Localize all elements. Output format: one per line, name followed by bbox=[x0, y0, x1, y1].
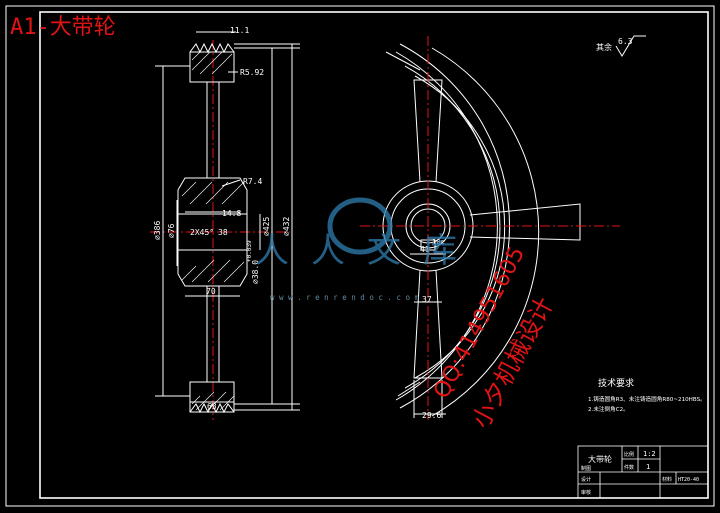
dim-11-1: 11.1 bbox=[230, 26, 249, 35]
dim-425: ⌀425 bbox=[262, 217, 271, 236]
watermark-url: w w w . r e n r e n d o c . c o m bbox=[270, 293, 419, 302]
dim-41: 41 bbox=[420, 245, 430, 254]
rim-bottom bbox=[189, 381, 235, 413]
dim-386: ⌀386 bbox=[153, 221, 162, 240]
dim-10e: 10e bbox=[432, 238, 445, 246]
section-dimensions: 11.1 R5.92 R7.4 14.8 2X45° 38 70 63 ⌀386… bbox=[153, 26, 291, 411]
dim-63: 63 bbox=[207, 402, 217, 411]
qty-label: 件数 bbox=[624, 464, 634, 471]
rim-inner-arc-2 bbox=[414, 75, 506, 379]
tech-line-2: 2.未注倒角C2。 bbox=[588, 405, 629, 413]
surface-finish-value: 6.3 bbox=[618, 37, 633, 46]
part-name: 大带轮 bbox=[588, 454, 612, 464]
dim-14-8: 14.8 bbox=[222, 209, 241, 218]
spoke-right bbox=[469, 203, 581, 241]
title-block-text: 大带轮 比例 1:2 件数 1 材料 HT20-40 制图 设计 审核 bbox=[581, 450, 699, 496]
watermark-logo-icon bbox=[327, 197, 393, 255]
top-groove bbox=[189, 42, 235, 54]
front-dimensions: 41 10e 37 29.6 bbox=[420, 238, 445, 420]
bottom-groove bbox=[189, 402, 235, 414]
roughness-icon bbox=[615, 35, 646, 57]
dim-432: ⌀432 bbox=[282, 217, 291, 236]
inner-frame bbox=[39, 11, 709, 499]
watermark: 人人文库 w w w . r e n r e n d o c . c o m bbox=[255, 197, 479, 302]
material-label: 材料 bbox=[662, 476, 672, 483]
front-view bbox=[360, 36, 620, 420]
hatching bbox=[181, 51, 245, 411]
dim-r5-92: R5.92 bbox=[240, 68, 264, 77]
scale-label: 比例 bbox=[624, 451, 634, 458]
rim-arc-2 bbox=[395, 51, 498, 401]
dim-tolerance: +0.039 bbox=[246, 240, 253, 262]
surface-finish-label: 其余 bbox=[596, 42, 612, 52]
qty-value: 1 bbox=[646, 463, 650, 471]
title-block bbox=[577, 445, 709, 499]
hub bbox=[177, 177, 248, 287]
dim-70: 70 bbox=[206, 287, 216, 296]
dim-r7-4: R7.4 bbox=[243, 177, 262, 186]
rim-inner-arc bbox=[404, 65, 501, 389]
drawing-title: A1-大带轮 bbox=[10, 15, 116, 40]
row-sheji: 设计 bbox=[581, 476, 591, 483]
dim-38-0: ⌀38.0 bbox=[251, 260, 260, 284]
material-value: HT20-40 bbox=[678, 477, 699, 483]
scale-value: 1:2 bbox=[643, 450, 656, 458]
technical-requirements: 技术要求 1.铸造圆角R3、未注铸造圆角R80~210HBS。 2.未注倒角C2… bbox=[588, 377, 706, 413]
rim-outer-arc bbox=[431, 47, 540, 417]
dim-76: ⌀76 bbox=[167, 223, 176, 238]
dim-29-6: 29.6 bbox=[422, 411, 441, 420]
dim-chamfer: 2X45° bbox=[190, 228, 214, 237]
section-view bbox=[150, 31, 300, 420]
row-zhitu: 制图 bbox=[581, 465, 591, 472]
surface-finish-symbol: 其余 6.3 bbox=[596, 35, 646, 57]
watermark-logo-text: 人人文库 bbox=[255, 231, 479, 271]
tech-heading: 技术要求 bbox=[598, 377, 634, 389]
dim-chamfer-38: 38 bbox=[218, 228, 228, 237]
rim-top bbox=[189, 51, 235, 83]
tech-line-1: 1.铸造圆角R3、未注铸造圆角R80~210HBS。 bbox=[588, 395, 706, 403]
outer-frame bbox=[5, 5, 715, 507]
row-shenhe: 审核 bbox=[581, 489, 591, 496]
dim-37: 37 bbox=[422, 295, 432, 304]
